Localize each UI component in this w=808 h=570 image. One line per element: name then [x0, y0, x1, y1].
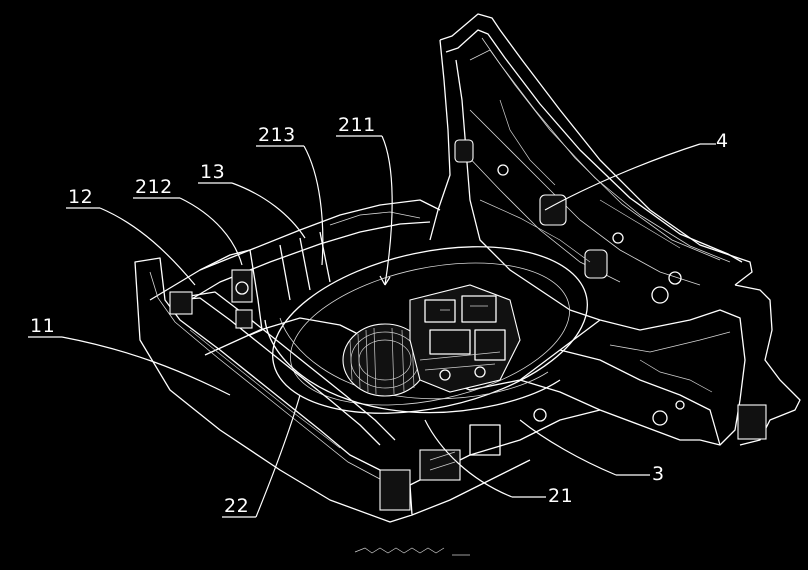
rear-floor-right [409, 408, 601, 516]
spare-wheel-well [264, 246, 588, 414]
drive-unit [342, 284, 521, 397]
callout-21: 21 [424, 419, 573, 507]
vehicle-rear-structure [134, 13, 801, 523]
leader-line-211 [381, 135, 393, 286]
reference-callouts: 11 12 212 13 213 211 [28, 114, 729, 518]
ref-label-12: 12 [68, 186, 93, 208]
leader-line-4 [544, 143, 701, 211]
rear-arch-panel [429, 13, 753, 321]
callout-3: 3 [519, 419, 665, 485]
ref-label-213: 213 [258, 124, 296, 146]
callout-22: 22 [222, 394, 301, 518]
rear-side-rail [519, 284, 801, 446]
rear-cross-member [134, 257, 413, 523]
callout-12: 12 [66, 186, 196, 286]
ref-label-11: 11 [30, 315, 55, 337]
leader-line-13 [231, 182, 306, 239]
ref-label-21: 21 [548, 485, 573, 507]
callout-13: 13 [198, 161, 306, 239]
left-side-panel [199, 211, 421, 336]
leader-line-212 [179, 197, 243, 266]
leader-line-11 [61, 336, 231, 396]
ref-label-212: 212 [135, 176, 173, 198]
ref-label-4: 4 [716, 130, 729, 152]
leader-line-21 [424, 419, 513, 498]
ref-label-211: 211 [338, 114, 376, 136]
callout-11: 11 [28, 315, 231, 396]
ref-label-13: 13 [200, 161, 225, 183]
watermark-mark [354, 547, 470, 556]
ref-label-3: 3 [652, 463, 665, 485]
leader-line-22 [255, 394, 301, 518]
ref-label-22: 22 [224, 495, 249, 517]
leader-line-12 [99, 207, 196, 286]
callout-213: 213 [256, 124, 324, 266]
leader-line-3 [519, 419, 617, 476]
callout-211: 211 [336, 114, 393, 286]
leader-arrow-211 [379, 275, 391, 286]
callout-212: 212 [133, 176, 243, 266]
callout-4: 4 [544, 130, 729, 211]
leader-line-213 [303, 145, 324, 266]
